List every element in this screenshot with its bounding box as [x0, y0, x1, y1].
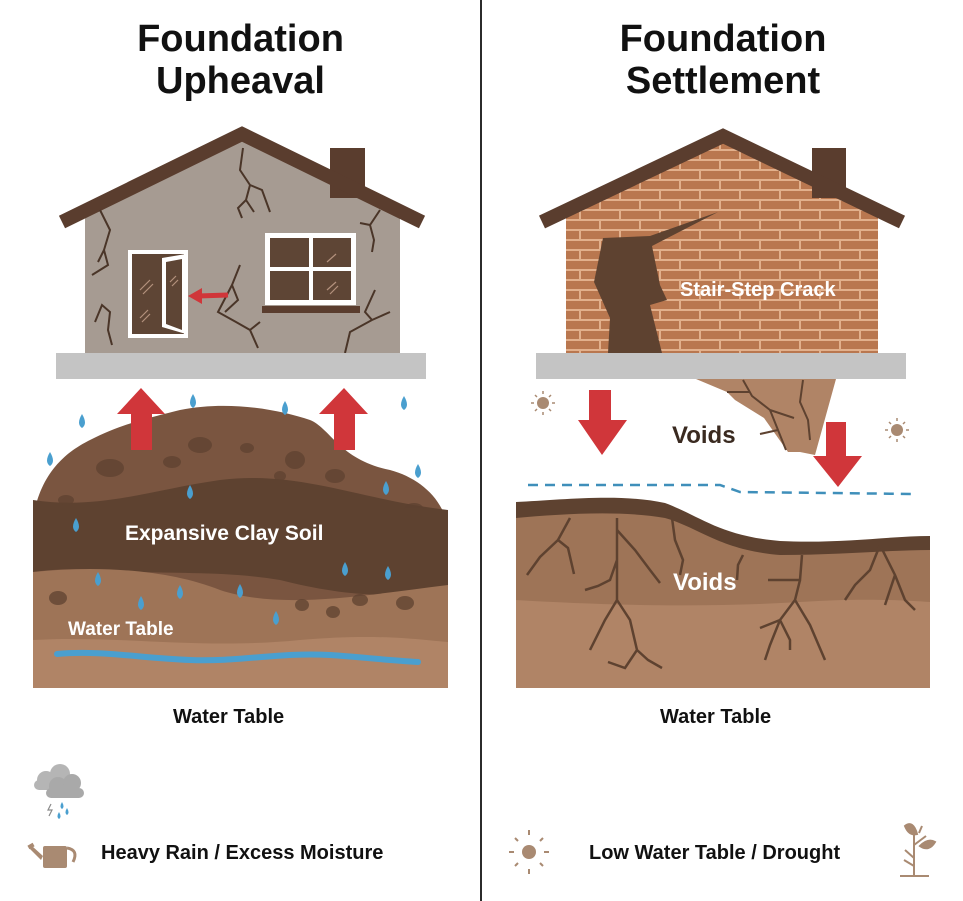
- roof: [58, 126, 426, 229]
- water-table-caption: Water Table: [173, 706, 285, 728]
- settlement-title: Foundation Settlement: [619, 18, 827, 102]
- panel-divider: [480, 0, 482, 901]
- expansive-clay-soil: [33, 405, 448, 688]
- voids-label-lower: Voids: [673, 569, 737, 596]
- upheaval-panel: Foundation Upheaval: [0, 0, 481, 901]
- soil-label: Expansive Clay Soil: [125, 522, 324, 545]
- upheaval-title: Foundation Upheaval: [137, 18, 344, 102]
- upheaval-house: [58, 126, 426, 354]
- water-table-inline-label: Water Table: [68, 619, 174, 640]
- wall-cracks: [91, 147, 391, 354]
- upheaval-illustration: [27, 126, 448, 868]
- foundation-slab: [56, 353, 426, 379]
- up-arrow-icon: [319, 388, 368, 450]
- up-arrow-icon: [117, 388, 165, 450]
- water-drops: [47, 394, 421, 625]
- watering-can-icon: [27, 842, 77, 868]
- settlement-panel: Foundation Settlement: [483, 0, 963, 901]
- water-table-caption-right: Water Table: [660, 706, 772, 728]
- upheaval-cause-label: Heavy Rain / Excess Moisture: [101, 842, 384, 864]
- settlement-cause-label: Low Water Table / Drought: [589, 842, 841, 864]
- stair-step-crack-label: Stair-Step Crack: [680, 279, 836, 301]
- voids-label-upper: Voids: [672, 422, 736, 449]
- rain-cloud-icon: [34, 764, 84, 819]
- window-shift-arrow: [188, 288, 229, 304]
- water-table-line: [54, 649, 421, 665]
- upheaval-arrows: [117, 388, 368, 450]
